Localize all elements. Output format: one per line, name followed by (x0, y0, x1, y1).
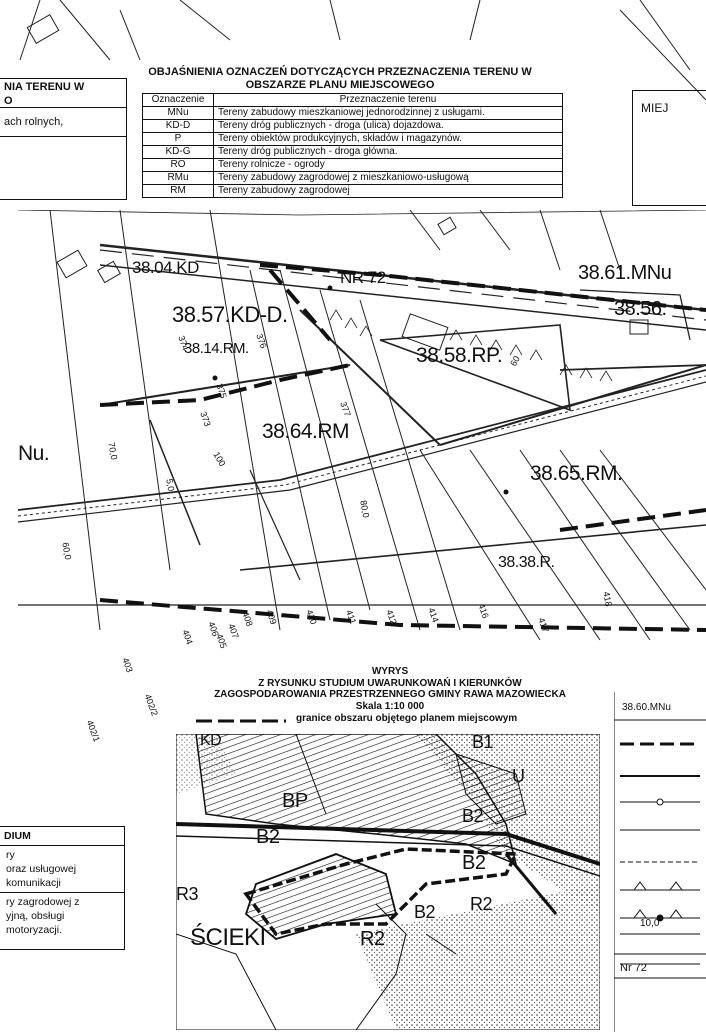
wyrys-label-kd: KD (200, 732, 222, 749)
side-legend-value: 10,0 (640, 918, 660, 929)
left-box-line3: ach rolnych, (0, 108, 126, 137)
legend-header-desc: Przeznaczenie terenu (213, 93, 563, 107)
legend-code: KD-D (142, 119, 214, 133)
legend-desc: Tereny rolnicze - ogrody (213, 158, 563, 172)
map-label-kd-d: 38.57.KD-D. (172, 302, 288, 327)
right-legend-box: MIEJ (632, 90, 706, 206)
legend-title-line1: OBJAŚNIENIA OZNACZEŃ DOTYCZĄCYCH PRZEZNA… (148, 66, 532, 78)
top-map-fragment (19, 0, 706, 101)
right-box-text: MIEJ (641, 101, 669, 115)
bottom-left-legend-box: DIUM ry oraz usługowej komunikacji ry za… (0, 826, 125, 950)
legend-desc: Tereny dróg publicznych - droga główna. (213, 145, 563, 159)
wyrys-line3: ZAGOSPODAROWANIA PRZESTRZENNEGO GMINY RA… (214, 689, 566, 700)
legend-title: OBJAŚNIENIA OZNACZEŃ DOTYCZĄCYCH PRZEZNA… (130, 66, 550, 92)
legend-header-row: Oznaczenie Przeznaczenie terenu (142, 93, 563, 107)
wyrys-label-u: U (512, 766, 525, 786)
map-label-rm-14: 38.14.RM. (184, 340, 249, 357)
legend-code: P (142, 132, 214, 146)
map-label-kd: 38.04.KD (132, 258, 199, 277)
wyrys-map (176, 734, 600, 1030)
legend-desc: Tereny dróg publicznych - droga (ulica) … (213, 119, 563, 133)
legend-code: RM (142, 184, 214, 198)
bl-line2: oraz usługowej (6, 863, 77, 875)
legend-desc: Tereny zabudowy zagrodowej (213, 184, 563, 198)
wyrys-label-bp: BP (282, 790, 308, 812)
map-label-nr72: NR 72 (340, 268, 386, 287)
side-legend-code: 38.60.MNu (622, 702, 671, 713)
wyrys-line1: WYRYS (371, 666, 409, 677)
bl-line3: komunikacji (0, 876, 124, 893)
map-label-nu: Nu. (18, 442, 50, 465)
bl-line6: motoryzacji. (6, 924, 63, 936)
side-legend-road: Nr 72 (620, 962, 647, 974)
left-box-line2: O (0, 95, 126, 108)
map-label-rp: 38.58.RP. (416, 344, 503, 367)
legend-code: RMu (142, 171, 214, 185)
legend-desc: Tereny zabudowy zagrodowej z mieszkaniow… (213, 171, 563, 185)
parcel-number: 402/1 (84, 718, 102, 744)
wyrys-label-b2a: B2 (256, 826, 280, 848)
legend-desc: Tereny zabudowy mieszkaniowej jednorodzi… (213, 106, 563, 120)
parcel-number: 5,0 (164, 477, 177, 493)
wyrys-label-r2: R2 (360, 928, 385, 950)
wyrys-label-r2b: R2 (470, 894, 493, 914)
wyrys-label-b2d: B2 (414, 902, 436, 922)
map-label-38-56: 38.56. (614, 298, 667, 320)
wyrys-label-r3: R3 (176, 884, 199, 904)
wyrys-label-b1: B1 (472, 732, 494, 752)
bl-line5: yjną, obsługi (6, 910, 65, 922)
plan-map (17, 210, 706, 641)
map-label-mnu: 38.61.MNu (578, 262, 672, 284)
bl-title: DIUM (0, 827, 124, 846)
wyrys-label-scieki: ŚCIEKI (190, 924, 266, 951)
wyrys-label-b2b: B2 (462, 806, 484, 826)
side-legend-symbols (614, 692, 706, 1032)
left-box-line1: NIA TERENU W (4, 81, 85, 93)
map-label-r-38: 38.38.R. (498, 554, 555, 571)
bl-line4: ry zagrodowej z (6, 896, 80, 908)
legend-code: MNu (142, 106, 214, 120)
left-legend-box: NIA TERENU W O ach rolnych, (0, 78, 127, 200)
wyrys-line4: Skala 1:10 000 (355, 700, 425, 712)
parcel-number: 402/2 (142, 692, 160, 718)
legend-title-line2: OBSZARZE PLANU MIEJSCOWEGO (245, 79, 435, 91)
map-label-rm-64: 38.64.RM (262, 420, 350, 443)
legend-code: KD-G (142, 145, 214, 159)
bl-line1: ry (6, 849, 15, 861)
boundary-legend-line (196, 719, 286, 723)
legend-header-code: Oznaczenie (142, 93, 214, 107)
wyrys-title: WYRYS Z RYSUNKU STUDIUM UWARUNKOWAŃ I KI… (180, 666, 600, 712)
legend-desc: Tereny obiektów produkcyjnych, składów i… (213, 132, 563, 146)
map-label-rm-65: 38.65.RM. (530, 462, 623, 485)
wyrys-label-b2c: B2 (462, 852, 486, 874)
wyrys-line2: Z RYSUNKU STUDIUM UWARUNKOWAŃ I KIERUNKÓ… (258, 677, 522, 689)
legend-code: RO (142, 158, 214, 172)
wyrys-line5: granice obszaru objętego planem miejscow… (296, 713, 518, 724)
